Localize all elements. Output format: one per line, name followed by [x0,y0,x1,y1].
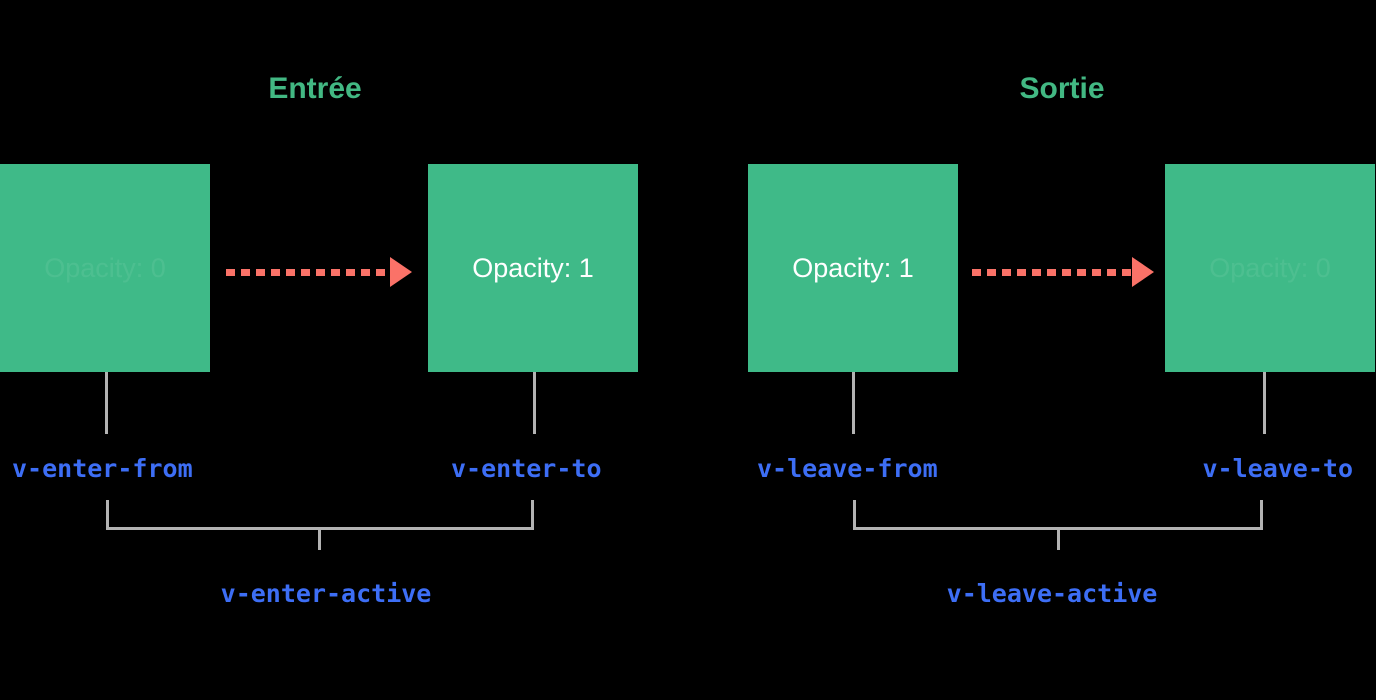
bracket-enter-active [106,500,534,530]
bracket-leave-active [853,500,1263,530]
transition-arrow-enter [226,257,412,287]
arrow-shaft-icon [226,268,391,276]
arrow-shaft-icon [972,268,1133,276]
state-box-leave-from: Opacity: 1 [748,164,958,372]
connector-stem-leave-from [852,372,855,434]
arrow-head-icon [390,257,412,287]
state-box-leave-to-label: Opacity: 0 [1209,252,1331,283]
class-label-v-enter-active: v-enter-active [220,579,432,608]
class-label-v-leave-from: v-leave-from [757,454,938,483]
connector-stem-enter-from [105,372,108,434]
connector-stem-leave-to [1263,372,1266,434]
bracket-stem-enter-active [318,528,321,550]
arrow-head-icon [1132,257,1154,287]
state-box-enter-to: Opacity: 1 [428,164,638,372]
class-label-v-leave-to: v-leave-to [1202,454,1353,483]
section-title-enter: Entrée [268,72,362,105]
state-box-enter-to-label: Opacity: 1 [472,252,594,283]
class-label-v-enter-from: v-enter-from [12,454,193,483]
state-box-enter-from-label: Opacity: 0 [44,252,166,283]
connector-stem-enter-to [533,372,536,434]
class-label-v-enter-to: v-enter-to [451,454,602,483]
transition-arrow-leave [972,257,1154,287]
bracket-stem-leave-active [1057,528,1060,550]
state-box-enter-from: Opacity: 0 [0,164,210,372]
section-title-leave: Sortie [1019,72,1105,105]
state-box-leave-from-label: Opacity: 1 [792,252,914,283]
class-label-v-leave-active: v-leave-active [946,579,1158,608]
state-box-leave-to: Opacity: 0 [1165,164,1375,372]
